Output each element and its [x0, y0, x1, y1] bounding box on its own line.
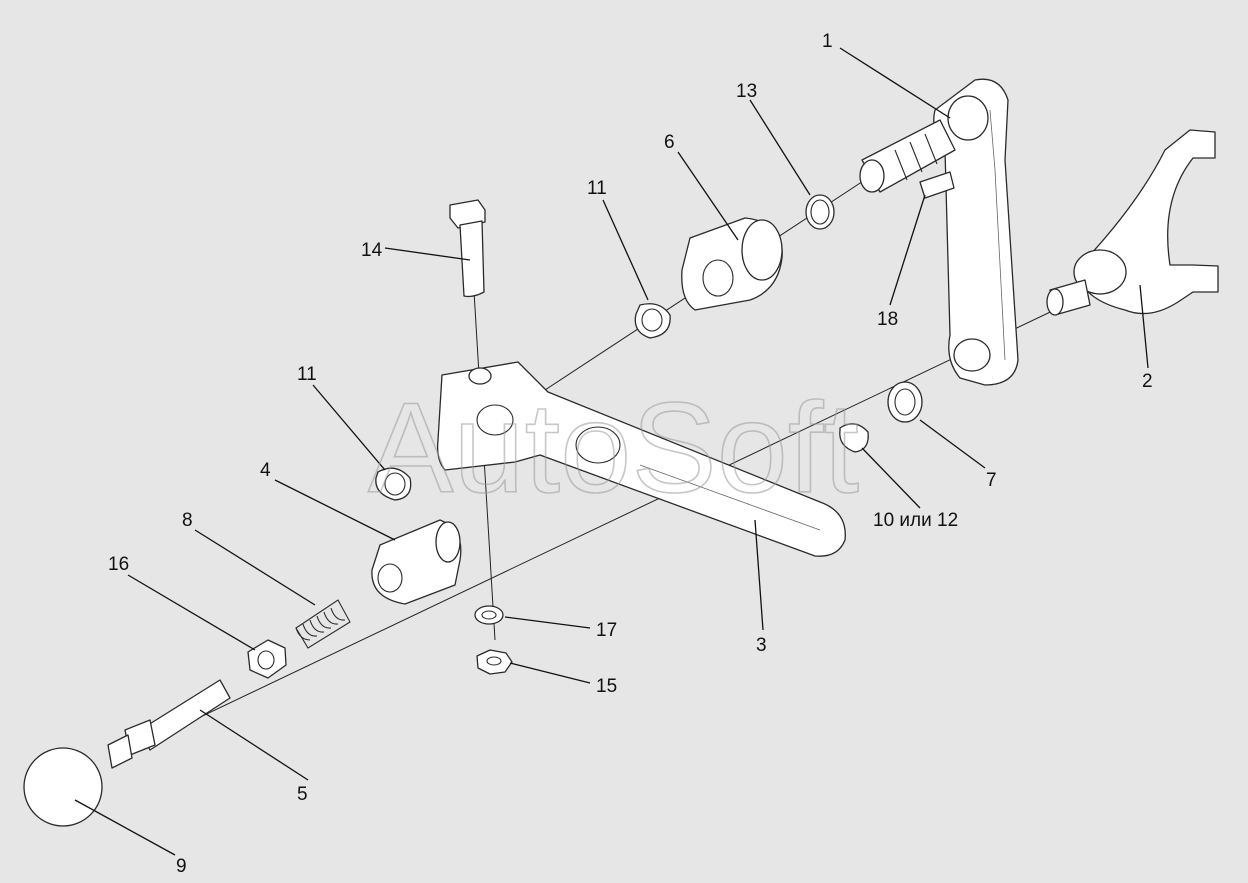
part-11-snap-ring-lower [375, 467, 412, 501]
part-2-fork [1046, 129, 1219, 316]
part-14-bolt [449, 199, 486, 298]
leader-lines [74, 47, 1149, 856]
part-13-washer [805, 194, 835, 230]
part-17-lock-washer [474, 605, 504, 625]
part-7-washer [887, 381, 923, 423]
callout-6: 6 [664, 132, 675, 153]
callout-18: 18 [877, 309, 898, 330]
callout-2: 2 [1142, 371, 1153, 392]
callout-15: 15 [596, 676, 617, 697]
part-4-housing [371, 519, 462, 605]
callout-9: 9 [176, 856, 187, 877]
callout-11-lower: 11 [297, 364, 317, 385]
callout-14: 14 [361, 240, 383, 261]
callout-1: 1 [822, 31, 833, 52]
callout-13: 13 [736, 81, 757, 102]
callout-8: 8 [182, 510, 193, 531]
part-15-nut [476, 649, 513, 675]
part-11-snap-ring-upper [634, 303, 671, 339]
part-8-spring [295, 599, 351, 649]
watermark: AutoSoft [368, 377, 859, 520]
part-18-key [919, 171, 955, 199]
part-3-arm [437, 361, 846, 557]
part-16-nut [247, 639, 287, 679]
part-10-12-circlip [839, 423, 869, 453]
part-9-knob [23, 747, 103, 827]
part-1-lever [859, 78, 1019, 386]
callout-11-upper: 11 [587, 178, 607, 199]
callout-7: 7 [986, 470, 997, 491]
callout-5: 5 [297, 784, 308, 805]
callout-10-or-12: 10 или 12 [873, 510, 958, 531]
part-5-rod [107, 679, 231, 769]
part-6-bushing [681, 217, 783, 311]
callout-16: 16 [108, 554, 129, 575]
callout-4: 4 [260, 460, 271, 481]
callout-3: 3 [756, 635, 767, 656]
callout-17: 17 [596, 620, 617, 641]
